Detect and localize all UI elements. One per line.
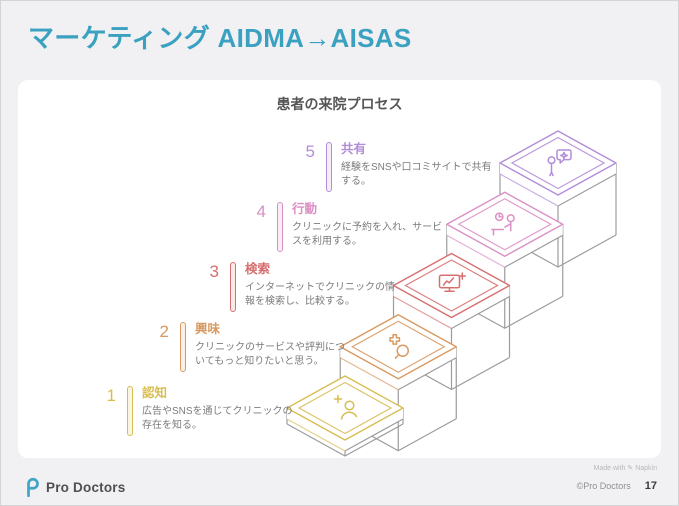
step-title: 興味 xyxy=(195,322,221,336)
step-title: 認知 xyxy=(142,386,168,400)
brand-name: Pro Doctors xyxy=(46,480,126,495)
made-with-text: Made with xyxy=(593,465,626,472)
step-description: 経験をSNSや口コミサイトで共有する。 xyxy=(341,161,492,187)
step-description: 広告やSNSを通じてクリニックの存在を知る。 xyxy=(142,405,293,431)
step-text: 認知広告やSNSを通じてクリニックの存在を知る。 xyxy=(142,386,300,433)
pro-doctors-logo-icon xyxy=(27,477,39,498)
step-1-block: 1 認知広告やSNSを通じてクリニックの存在を知る。 xyxy=(101,386,300,436)
step-text: 検索インターネットでクリニックの情報を検索し、比較する。 xyxy=(245,262,403,309)
card-heading: 患者の来院プロセス xyxy=(276,96,403,112)
step-2-block: 2 興味クリニックのサービスや評判についてもっと知りたいと思う。 xyxy=(154,322,353,372)
step-number: 3 xyxy=(209,262,219,281)
step-bar xyxy=(277,202,283,252)
step-5-block: 5 共有経験をSNSや口コミサイトで共有する。 xyxy=(300,142,499,192)
slide-title: マーケティング AIDMA→AISAS xyxy=(28,23,412,53)
step-number: 1 xyxy=(106,386,116,405)
step-text: 共有経験をSNSや口コミサイトで共有する。 xyxy=(341,142,499,189)
page-number: 17 xyxy=(644,480,657,492)
step-number: 5 xyxy=(305,142,315,161)
step-bar xyxy=(230,262,236,312)
step-description: クリニックに予約を入れ、サービスを利用する。 xyxy=(292,221,443,247)
step-bar xyxy=(127,386,133,436)
copyright: ©Pro Doctors 17 xyxy=(577,480,657,492)
step-bar xyxy=(180,322,186,372)
napkin-brand-text: Napkin xyxy=(635,465,657,472)
copyright-text: ©Pro Doctors xyxy=(576,481,631,491)
step-text: 行動クリニックに予約を入れ、サービスを利用する。 xyxy=(292,202,450,249)
step-description: クリニックのサービスや評判についてもっと知りたいと思う。 xyxy=(195,341,345,367)
step-title: 行動 xyxy=(292,202,318,216)
step-bar xyxy=(326,142,332,192)
step-number: 4 xyxy=(256,202,266,221)
step-number: 2 xyxy=(159,322,169,341)
step-title: 検索 xyxy=(245,262,271,276)
brand-logo: Pro Doctors xyxy=(24,477,125,498)
napkin-pen-icon: ✎ xyxy=(627,465,634,472)
made-with-napkin: Made with ✎ Napkin xyxy=(594,464,657,472)
step-title: 共有 xyxy=(341,142,367,156)
step-description: インターネットでクリニックの情報を検索し、比較する。 xyxy=(245,281,395,307)
step-text: 興味クリニックのサービスや評判についてもっと知りたいと思う。 xyxy=(195,322,353,369)
step-3-block: 3 検索インターネットでクリニックの情報を検索し、比較する。 xyxy=(204,262,403,312)
step-4-block: 4 行動クリニックに予約を入れ、サービスを利用する。 xyxy=(251,202,450,252)
